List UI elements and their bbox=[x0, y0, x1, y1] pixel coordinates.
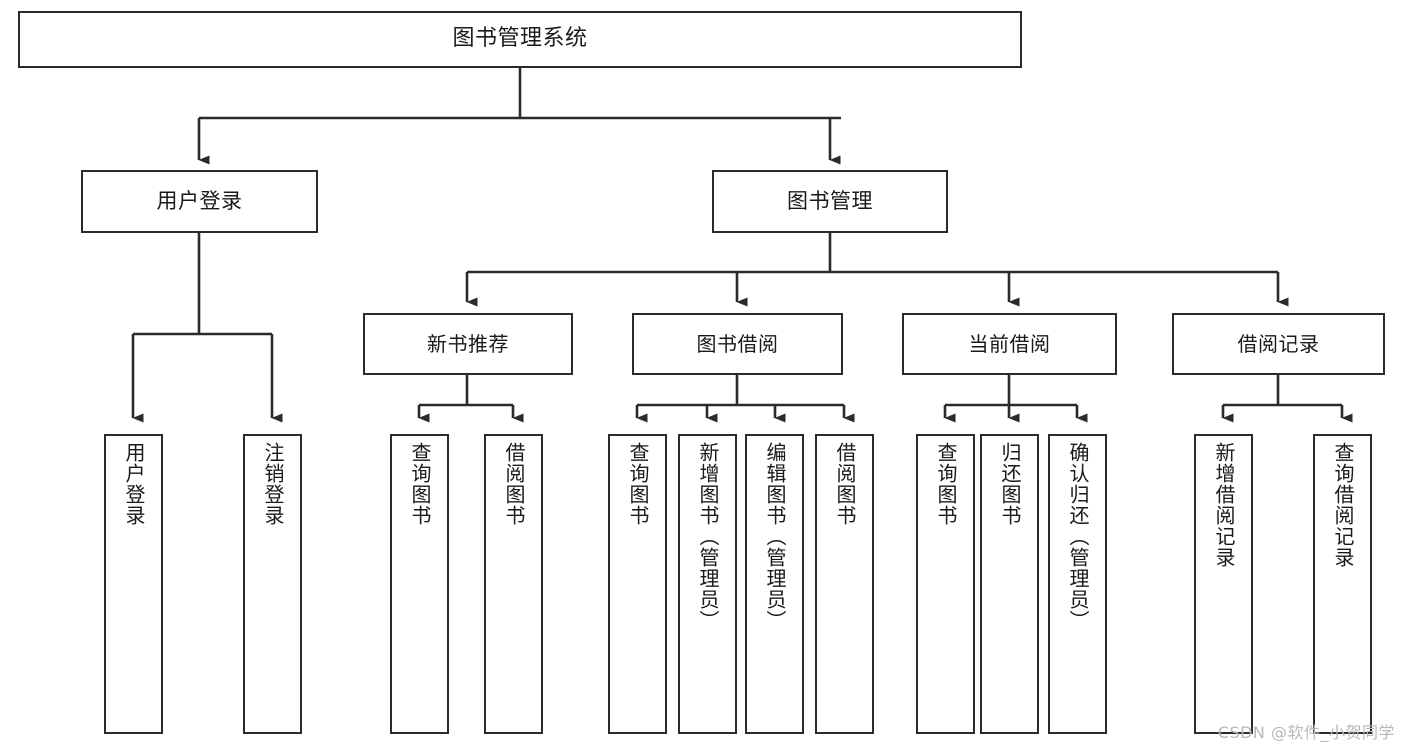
leaf-edit-book-admin[interactable]: 编辑图书（管理员） bbox=[745, 434, 804, 734]
node-current-borrowing[interactable]: 当前借阅 bbox=[902, 313, 1117, 375]
edge-group-book-borrow bbox=[635, 375, 855, 423]
leaf-query-book-recommend[interactable]: 查询图书 bbox=[390, 434, 449, 734]
node-root-book-management-system[interactable]: 图书管理系统 bbox=[18, 11, 1022, 68]
leaf-add-borrow-record[interactable]: 新增借阅记录 bbox=[1194, 434, 1253, 734]
leaf-confirm-return-admin[interactable]: 确认归还（管理员） bbox=[1048, 434, 1107, 734]
node-book-management[interactable]: 图书管理 bbox=[712, 170, 948, 233]
node-label: 借阅图书 bbox=[833, 442, 857, 526]
node-label: 图书管理系统 bbox=[452, 26, 588, 52]
node-book-borrowing[interactable]: 图书借阅 bbox=[632, 313, 843, 375]
leaf-query-book-current[interactable]: 查询图书 bbox=[916, 434, 975, 734]
edge-group-root bbox=[197, 68, 841, 165]
leaf-add-book-admin[interactable]: 新增图书（管理员） bbox=[678, 434, 737, 734]
node-label: 新增图书（管理员） bbox=[696, 442, 720, 631]
leaf-borrow-book-recommend[interactable]: 借阅图书 bbox=[484, 434, 543, 734]
node-label: 注销登录 bbox=[261, 442, 285, 526]
node-label: 查询图书 bbox=[626, 442, 650, 526]
node-label: 当前借阅 bbox=[968, 331, 1051, 356]
leaf-borrow-book[interactable]: 借阅图书 bbox=[815, 434, 874, 734]
node-label: 用户登录 bbox=[156, 188, 243, 213]
node-label: 新增借阅记录 bbox=[1212, 442, 1236, 568]
leaf-return-book[interactable]: 归还图书 bbox=[980, 434, 1039, 734]
leaf-user-login[interactable]: 用户登录 bbox=[104, 434, 163, 734]
node-label: 图书管理 bbox=[787, 188, 873, 213]
node-new-book-recommendation[interactable]: 新书推荐 bbox=[363, 313, 573, 375]
node-label: 用户登录 bbox=[122, 442, 146, 526]
node-label: 编辑图书（管理员） bbox=[763, 442, 787, 631]
node-label: 确认归还（管理员） bbox=[1066, 442, 1090, 631]
edge-group-user-login bbox=[131, 233, 283, 423]
node-label: 借阅记录 bbox=[1237, 331, 1320, 356]
node-label: 查询借阅记录 bbox=[1331, 442, 1355, 568]
node-borrowing-records[interactable]: 借阅记录 bbox=[1172, 313, 1385, 375]
node-label: 归还图书 bbox=[998, 442, 1022, 526]
edge-group-borrow-record bbox=[1221, 375, 1353, 423]
edge-group-book-manage bbox=[465, 233, 1289, 307]
leaf-query-borrow-record[interactable]: 查询借阅记录 bbox=[1313, 434, 1372, 734]
leaf-logout[interactable]: 注销登录 bbox=[243, 434, 302, 734]
node-label: 查询图书 bbox=[934, 442, 958, 526]
node-label: 新书推荐 bbox=[427, 331, 509, 356]
edge-group-new-book-recommend bbox=[417, 375, 524, 423]
edge-group-current-borrow bbox=[943, 375, 1088, 423]
node-label: 查询图书 bbox=[408, 442, 432, 526]
node-user-login[interactable]: 用户登录 bbox=[81, 170, 318, 233]
node-label: 图书借阅 bbox=[696, 331, 779, 356]
node-label: 借阅图书 bbox=[502, 442, 526, 526]
leaf-query-book-borrow[interactable]: 查询图书 bbox=[608, 434, 667, 734]
